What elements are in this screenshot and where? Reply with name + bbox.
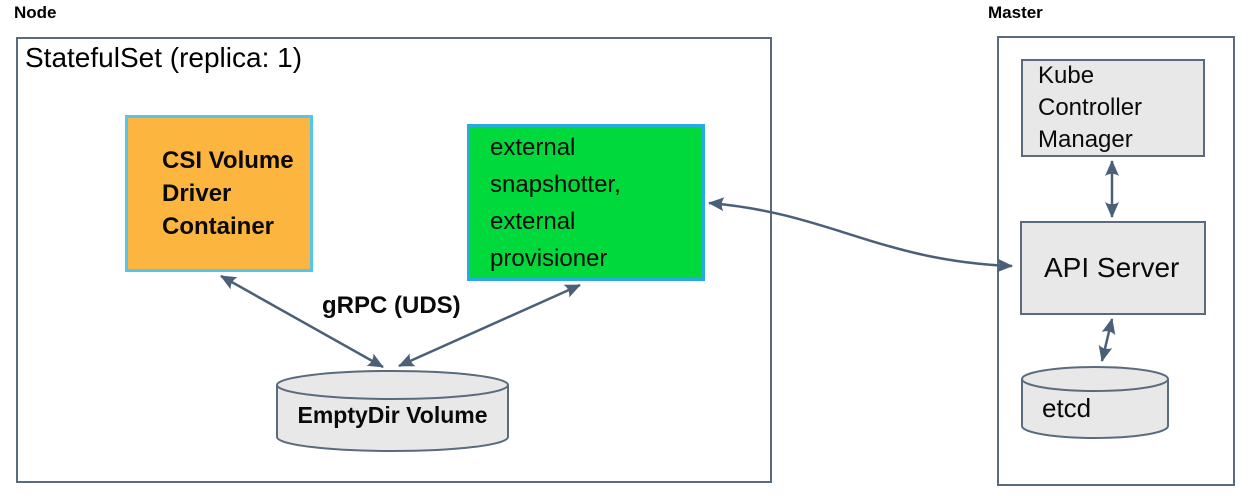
external-box-line: snapshotter,: [490, 170, 621, 198]
kcm-box-line: Manager: [1038, 126, 1133, 153]
etcd-label: etcd: [1042, 393, 1092, 423]
emptydir-volume-cylinder: EmptyDir Volume: [275, 368, 510, 455]
csi-box-line: Driver: [162, 180, 232, 207]
external-snapshotter-provisioner-box: external snapshotter, external provision…: [467, 124, 705, 281]
api-server-box: API Server: [1020, 221, 1206, 315]
external-box-line: provisioner: [490, 244, 608, 272]
external-box-line: external: [490, 133, 576, 161]
api-server-label: API Server: [1044, 252, 1180, 283]
master-zone-label: Master: [988, 3, 1043, 22]
csi-box-line: CSI Volume: [162, 147, 294, 174]
csi-box-line: Container: [162, 213, 275, 240]
kcm-box-line: Kube: [1038, 62, 1095, 89]
statefulset-label: StatefulSet (replica: 1): [25, 42, 303, 73]
emptydir-volume-label: EmptyDir Volume: [297, 402, 488, 428]
node-zone-label: Node: [14, 3, 57, 22]
kcm-box-line: Controller: [1038, 94, 1143, 121]
external-box-line: external: [490, 207, 576, 235]
grpc-uds-label: gRPC (UDS): [322, 292, 461, 319]
csi-volume-driver-container-box: CSI Volume Driver Container: [125, 115, 313, 272]
kube-controller-manager-box: Kube Controller Manager: [1021, 59, 1205, 157]
etcd-cylinder: etcd: [1020, 365, 1170, 440]
cylinder-shape-icon: [1021, 366, 1169, 439]
cylinder-shape-icon: [276, 370, 509, 452]
